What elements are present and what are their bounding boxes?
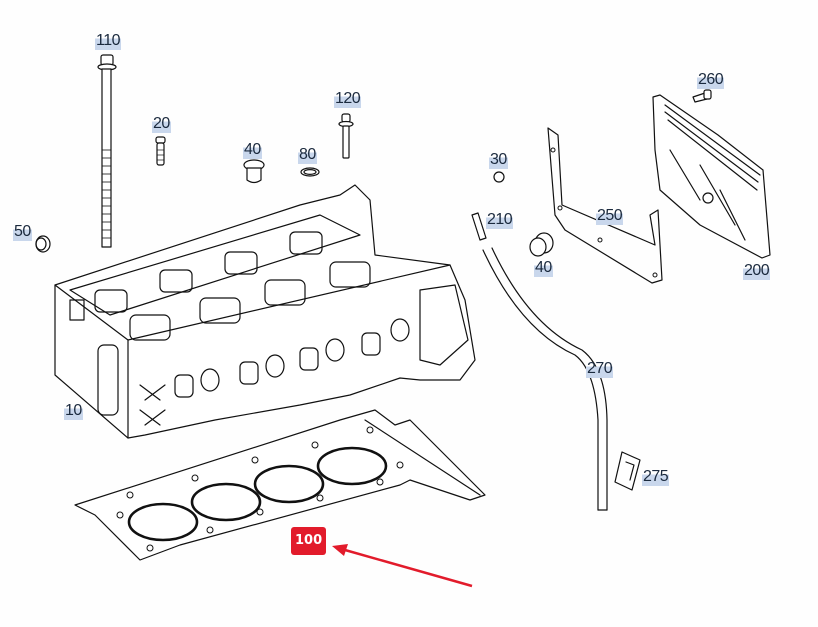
part-80-seal-ring[interactable] xyxy=(300,167,320,177)
callout-275[interactable]: 275 xyxy=(642,468,670,486)
part-40b-plug[interactable] xyxy=(529,232,554,257)
part-40-plug[interactable] xyxy=(243,159,265,184)
callout-250[interactable]: 250 xyxy=(596,207,624,225)
callout-120[interactable]: 120 xyxy=(334,90,362,108)
callout-40[interactable]: 40 xyxy=(243,141,262,159)
callout-40b[interactable]: 40 xyxy=(534,259,553,277)
callout-260[interactable]: 260 xyxy=(697,71,725,89)
callout-50[interactable]: 50 xyxy=(13,223,32,241)
callout-10[interactable]: 10 xyxy=(64,402,83,420)
callout-20[interactable]: 20 xyxy=(152,115,171,133)
part-20-stud[interactable] xyxy=(155,136,166,166)
part-210-sleeve[interactable] xyxy=(471,212,487,241)
part-200-cover[interactable] xyxy=(652,94,771,259)
part-50-cap-plug[interactable] xyxy=(35,235,51,253)
highlight-arrow xyxy=(332,544,473,588)
part-110-bolt[interactable] xyxy=(97,54,117,248)
part-120-bolt[interactable] xyxy=(338,113,354,159)
part-270-hose[interactable] xyxy=(482,247,608,511)
callout-210[interactable]: 210 xyxy=(486,211,514,229)
part-250-gasket[interactable] xyxy=(547,127,663,284)
part-30-o-ring[interactable] xyxy=(493,171,505,183)
callout-110[interactable]: 110 xyxy=(95,32,122,50)
callout-100-highlighted[interactable]: 100 xyxy=(291,527,327,555)
callout-30[interactable]: 30 xyxy=(489,151,508,169)
part-275-clip[interactable] xyxy=(614,451,641,491)
callout-80[interactable]: 80 xyxy=(298,146,317,164)
callout-270[interactable]: 270 xyxy=(586,360,614,378)
part-260-screw[interactable] xyxy=(692,89,712,103)
callout-200[interactable]: 200 xyxy=(743,262,771,280)
part-100-head-gasket[interactable] xyxy=(74,409,486,561)
part-10-cylinder-head[interactable] xyxy=(54,184,476,439)
